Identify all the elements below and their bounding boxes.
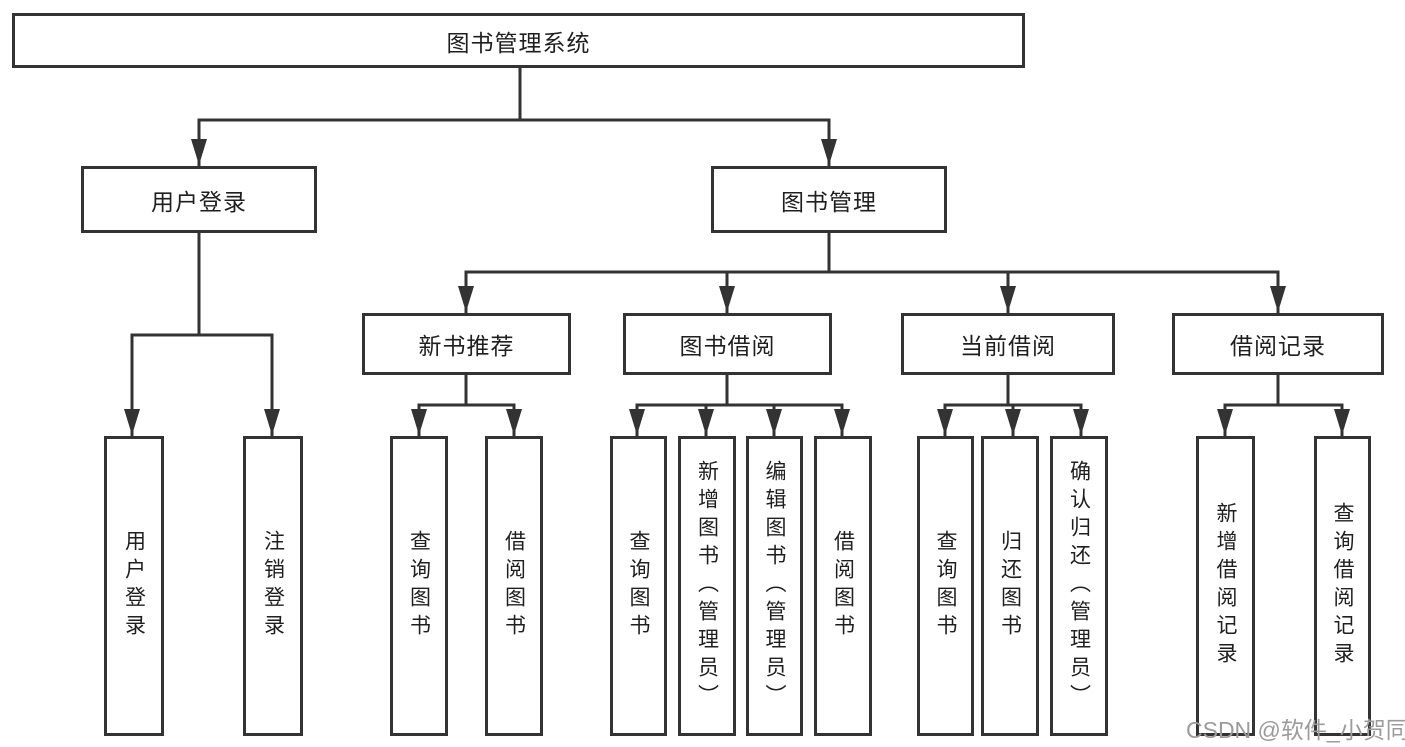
leaf-logout-label: 注销登录 — [261, 530, 285, 642]
node-new-book-recommend-label: 新书推荐 — [418, 333, 515, 359]
leaf-query-books-borrow: 查询图书 — [610, 436, 667, 736]
leaf-query-borrow-record: 查询借阅记录 — [1314, 436, 1371, 736]
node-book-management-label: 图书管理 — [781, 188, 877, 215]
leaf-return-books: 归还图书 — [981, 436, 1039, 736]
leaf-borrow-books-recommend-label: 借阅图书 — [502, 530, 526, 642]
leaf-add-books-admin-label: 新增图书（管理员） — [695, 460, 719, 712]
leaf-user-login-label: 用户登录 — [122, 530, 146, 642]
node-book-borrow: 图书借阅 — [623, 313, 832, 375]
leaf-query-books-current: 查询图书 — [917, 436, 974, 736]
node-current-borrow: 当前借阅 — [901, 313, 1115, 375]
node-user-login: 用户登录 — [81, 166, 317, 233]
leaf-user-login: 用户登录 — [104, 436, 164, 736]
leaf-borrow-books-recommend: 借阅图书 — [485, 436, 543, 736]
node-book-management: 图书管理 — [711, 166, 947, 233]
leaf-query-books-borrow-label: 查询图书 — [627, 530, 650, 642]
node-borrow-record-label: 借阅记录 — [1230, 333, 1326, 359]
watermark: CSDN @软件_小贺同学 — [1186, 717, 1405, 743]
node-current-borrow-label: 当前借阅 — [960, 333, 1056, 359]
leaf-confirm-return-admin: 确认归还（管理员） — [1050, 436, 1108, 736]
node-new-book-recommend: 新书推荐 — [362, 313, 571, 375]
leaf-query-borrow-record-label: 查询借阅记录 — [1331, 502, 1354, 670]
leaf-query-books-recommend: 查询图书 — [390, 436, 448, 736]
node-root-label: 图书管理系统 — [446, 29, 591, 56]
node-user-login-label: 用户登录 — [151, 188, 247, 215]
node-book-borrow-label: 图书借阅 — [679, 333, 776, 359]
leaf-borrow-books: 借阅图书 — [814, 436, 872, 736]
arrowheads — [124, 139, 1350, 435]
leaf-query-books-recommend-label: 查询图书 — [407, 530, 431, 642]
leaf-edit-books-admin-label: 编辑图书（管理员） — [763, 460, 786, 712]
leaf-logout: 注销登录 — [243, 436, 303, 736]
leaf-add-borrow-record: 新增借阅记录 — [1196, 436, 1255, 736]
leaf-edit-books-admin: 编辑图书（管理员） — [746, 436, 803, 736]
leaf-return-books-label: 归还图书 — [998, 530, 1022, 642]
node-root: 图书管理系统 — [12, 13, 1025, 68]
leaf-borrow-books-label: 借阅图书 — [831, 530, 855, 642]
node-borrow-record: 借阅记录 — [1172, 313, 1384, 375]
leaf-add-books-admin: 新增图书（管理员） — [678, 436, 736, 736]
leaf-query-books-current-label: 查询图书 — [934, 530, 957, 642]
leaf-add-borrow-record-label: 新增借阅记录 — [1214, 502, 1237, 670]
leaf-confirm-return-admin-label: 确认归还（管理员） — [1067, 460, 1091, 712]
